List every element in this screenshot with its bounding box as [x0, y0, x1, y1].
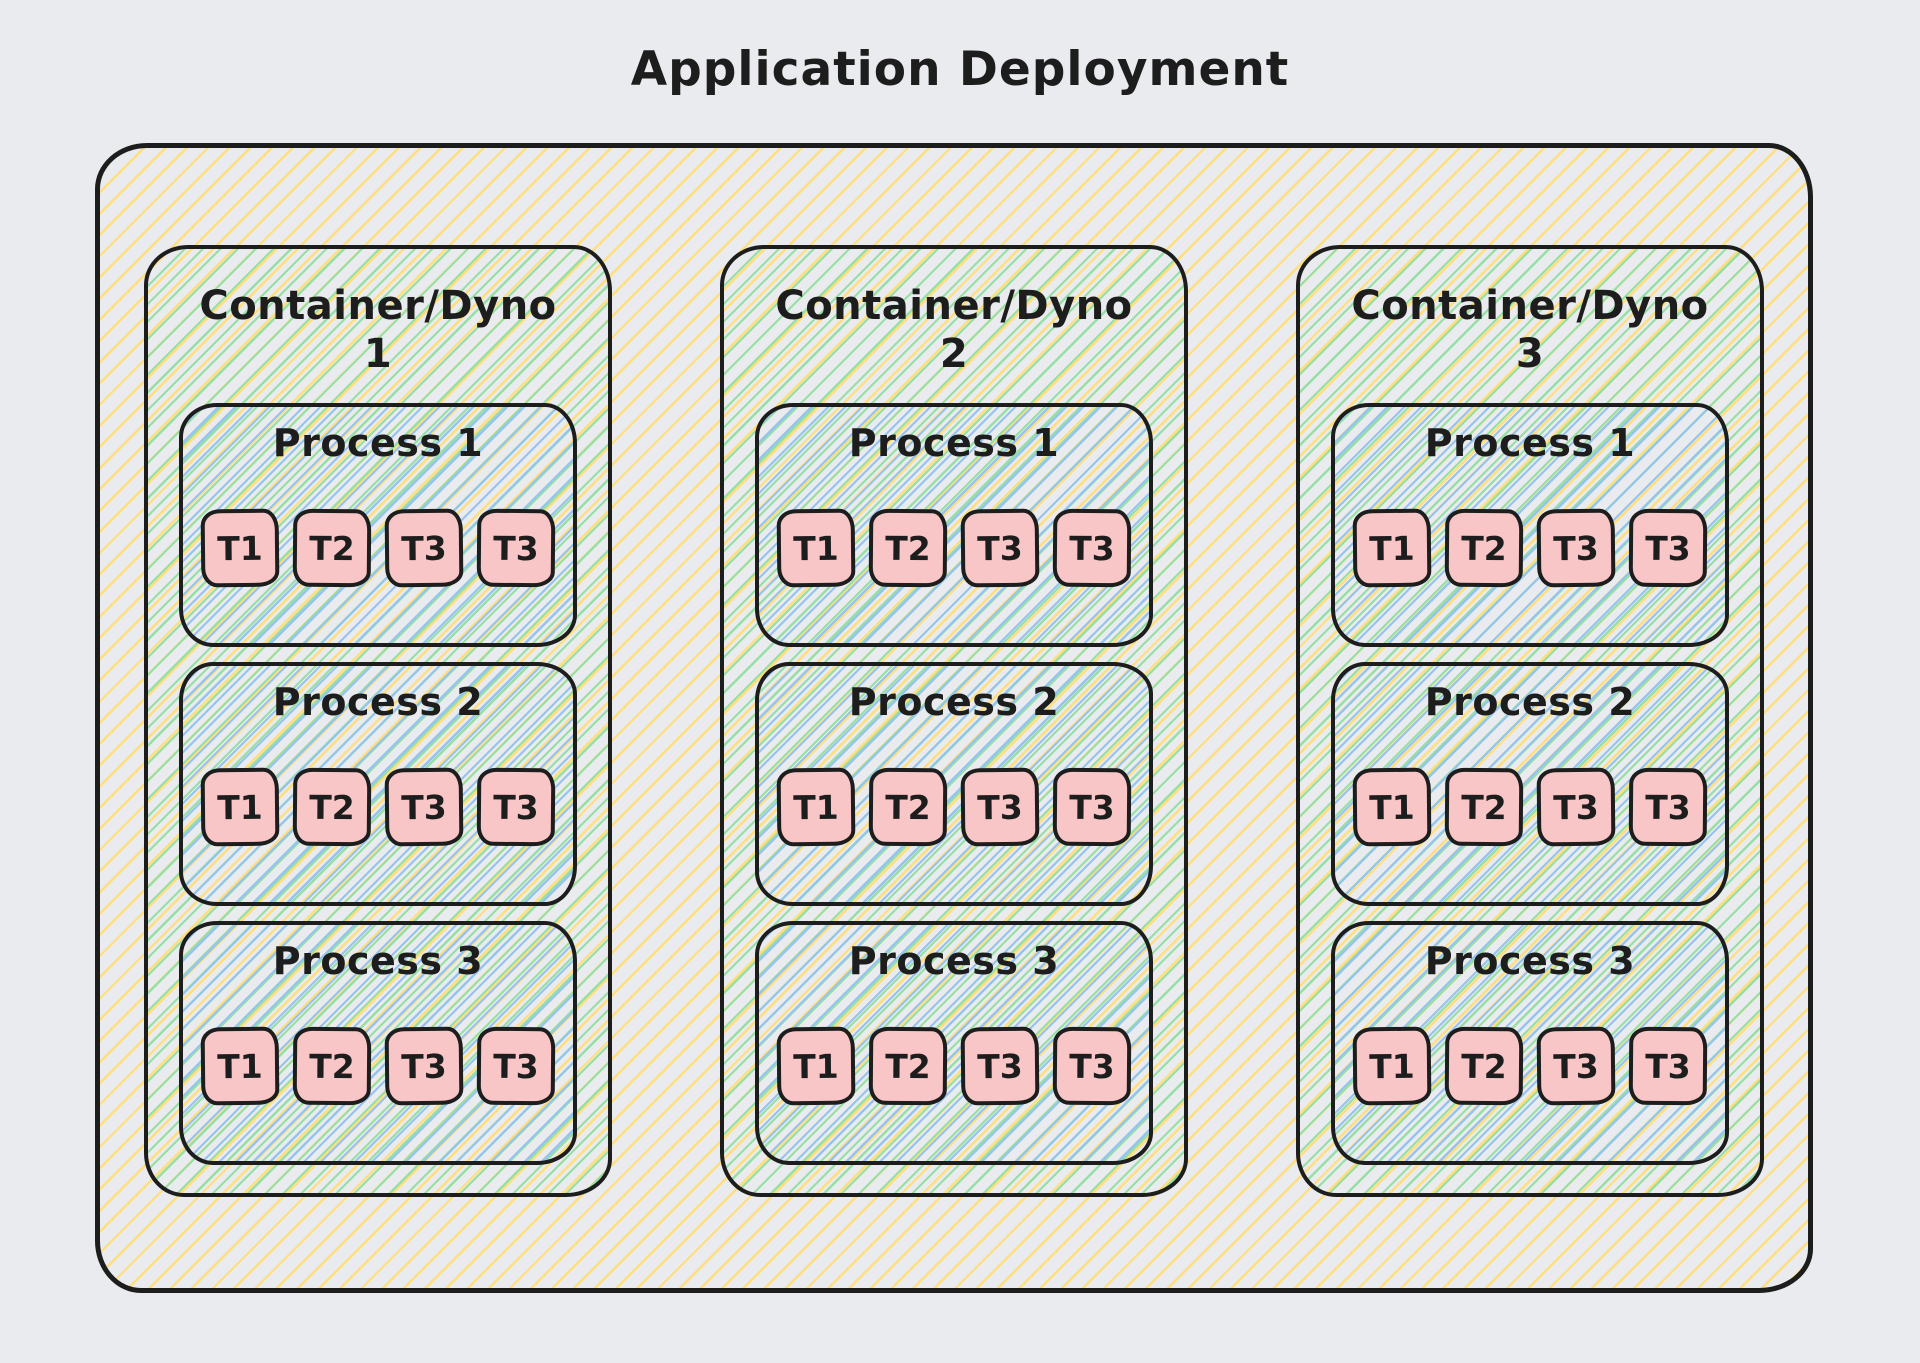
thread-box-t1-1: T1: [200, 767, 280, 847]
thread-box-t3-4: T3: [1628, 508, 1708, 588]
thread-box-t2-2: T2: [292, 1026, 372, 1106]
thread-box-t3-3: T3: [960, 508, 1040, 588]
container-number: 2: [939, 331, 969, 377]
thread-box-t1-1: T1: [776, 508, 856, 588]
thread-box-t2-2: T2: [868, 767, 948, 847]
thread-box-t2-2: T2: [292, 767, 372, 847]
thread-box-t3-3: T3: [384, 767, 464, 847]
container-number: 1: [363, 331, 393, 377]
process-title: Process 3: [272, 939, 484, 983]
thread-box-t3-4: T3: [1052, 508, 1132, 588]
process-title: Process 3: [1424, 939, 1636, 983]
diagram-title: Application Deployment: [630, 42, 1290, 97]
process-title: Process 1: [272, 421, 484, 465]
process-title: Process 1: [1424, 421, 1636, 465]
container-number: 3: [1515, 331, 1545, 377]
thread-box-t3-3: T3: [384, 1026, 464, 1106]
process-title: Process 3: [848, 939, 1060, 983]
thread-box-t3-4: T3: [476, 767, 556, 847]
thread-box-t2-2: T2: [868, 1026, 948, 1106]
thread-box-t3-3: T3: [960, 1026, 1040, 1106]
thread-box-t3-3: T3: [1536, 508, 1616, 588]
thread-box-t2-2: T2: [292, 508, 372, 588]
process-title: Process 2: [1424, 680, 1636, 724]
thread-box-t1-1: T1: [1352, 1026, 1432, 1106]
thread-box-t3-4: T3: [476, 1026, 556, 1106]
thread-box-t1-1: T1: [200, 508, 280, 588]
process-title: Process 2: [848, 680, 1060, 724]
thread-box-t3-3: T3: [1536, 1026, 1616, 1106]
process-title: Process 2: [272, 680, 484, 724]
thread-box-t3-4: T3: [1052, 1026, 1132, 1106]
thread-box-t3-4: T3: [1628, 1026, 1708, 1106]
thread-box-t3-4: T3: [1052, 767, 1132, 847]
thread-box-t1-1: T1: [1352, 767, 1432, 847]
thread-box-t1-1: T1: [776, 1026, 856, 1106]
thread-box-t2-2: T2: [1444, 767, 1524, 847]
container-title-text: Container/Dyno: [199, 283, 557, 329]
thread-box-t3-3: T3: [1536, 767, 1616, 847]
thread-box-t2-2: T2: [868, 508, 948, 588]
thread-box-t3-4: T3: [1628, 767, 1708, 847]
thread-box-t3-4: T3: [476, 508, 556, 588]
process-title: Process 1: [848, 421, 1060, 465]
thread-box-t2-2: T2: [1444, 1026, 1524, 1106]
thread-box-t3-3: T3: [384, 508, 464, 588]
thread-box-t1-1: T1: [1352, 508, 1432, 588]
container-title-text: Container/Dyno: [775, 283, 1133, 329]
thread-box-t1-1: T1: [776, 767, 856, 847]
thread-box-t1-1: T1: [200, 1026, 280, 1106]
thread-box-t3-3: T3: [960, 767, 1040, 847]
container-title-text: Container/Dyno: [1351, 283, 1709, 329]
thread-box-t2-2: T2: [1444, 508, 1524, 588]
